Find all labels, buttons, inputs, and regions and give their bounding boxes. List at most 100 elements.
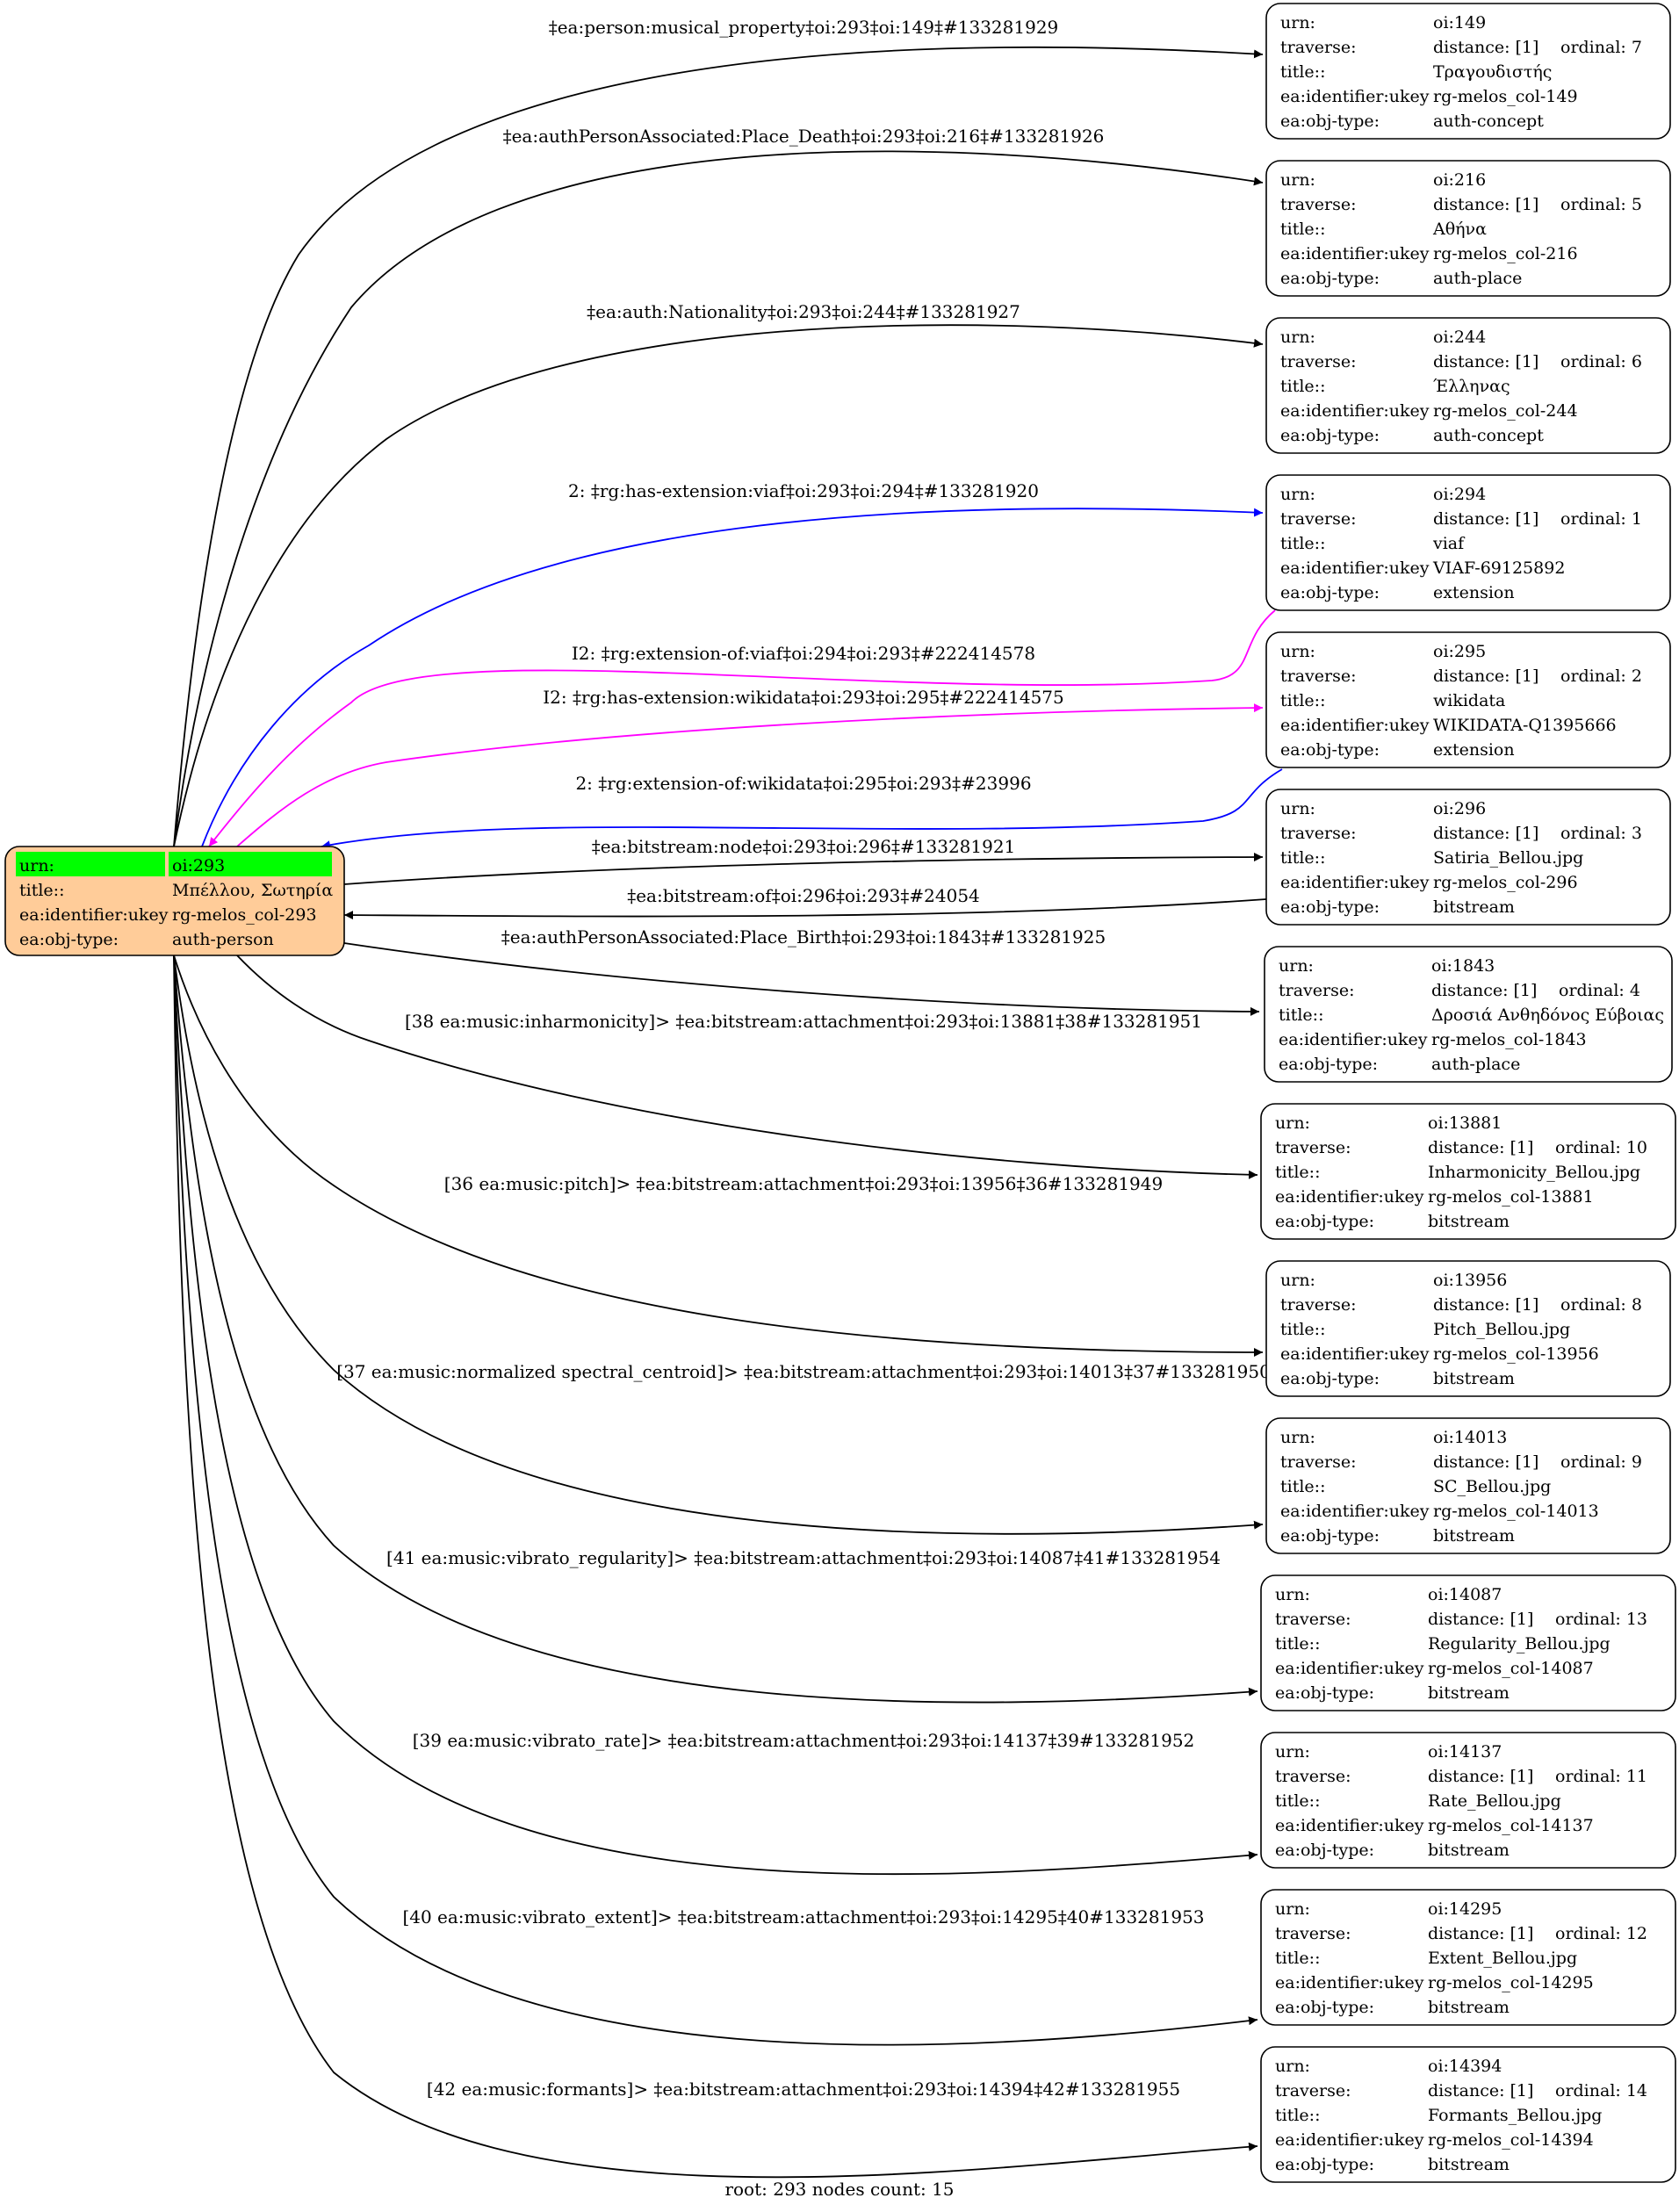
- node-box: [1265, 474, 1671, 611]
- node-field-key: ea:identifier:ukey: [1280, 1502, 1430, 1521]
- edge-label: [37 ea:music:normalized spectral_centroi…: [336, 1361, 1271, 1382]
- node-field-key: ea:obj-type:: [1280, 269, 1380, 288]
- node-field-key: traverse:: [1280, 352, 1357, 371]
- node-field-value: Έλληνας: [1433, 377, 1510, 396]
- edge-path: [343, 898, 1267, 920]
- node-field-key: traverse:: [1275, 2081, 1351, 2100]
- edge-label: ‡ea:bitstream:node‡oi:293‡oi:296‡#133281…: [592, 836, 1016, 857]
- edge-label: ‡ea:auth:Nationality‡oi:293‡oi:244‡#1332…: [587, 301, 1020, 322]
- node-field-value: bitstream: [1428, 1212, 1510, 1231]
- node-field-key: urn:: [1280, 642, 1315, 661]
- node-ordinal: ordinal: 6: [1560, 352, 1642, 371]
- edge-label: 2: ‡rg:extension-of:wikidata‡oi:295‡oi:2…: [575, 773, 1031, 794]
- node-field-value: Pitch_Bellou.jpg: [1433, 1320, 1570, 1339]
- node-field-key: urn:: [1279, 956, 1314, 976]
- node-ordinal: ordinal: 8: [1560, 1295, 1642, 1315]
- node-field-value: VIAF-69125892: [1432, 558, 1565, 578]
- node-field-key: ea:identifier:ukey: [1279, 1030, 1428, 1049]
- node-field-key: ea:identifier:ukey: [1280, 873, 1430, 892]
- node-field-key: title::: [1275, 1791, 1320, 1811]
- node-field-key: urn:: [1280, 1428, 1315, 1447]
- node-field-value: rg-melos_col-149: [1433, 87, 1578, 106]
- node-field-value: Formants_Bellou.jpg: [1428, 2106, 1602, 2125]
- node-field-value: oi:14137: [1428, 1742, 1502, 1762]
- node-field-key: ea:obj-type:: [1280, 740, 1380, 760]
- node-field-key: traverse:: [1279, 981, 1355, 1000]
- graph-footer: root: 293 nodes count: 15: [724, 2179, 954, 2200]
- node-field-value: bitstream: [1428, 1998, 1510, 2017]
- edge-path: [173, 955, 1258, 1704]
- node-box: [1265, 160, 1671, 297]
- node-field-key: traverse:: [1280, 1295, 1357, 1315]
- node-field-key: traverse:: [1280, 195, 1357, 214]
- edge-label: [36 ea:music:pitch]> ‡ea:bitstream:attac…: [444, 1173, 1163, 1194]
- node-field-key: urn:: [1280, 170, 1315, 190]
- root-node-highlight-value: [169, 852, 332, 876]
- node-box: [1265, 3, 1671, 140]
- edge-label: I2: ‡rg:has-extension:wikidata‡oi:293‡oi…: [543, 687, 1064, 708]
- node-field-value: rg-melos_col-244: [1433, 401, 1578, 421]
- edges-layer: [173, 46, 1283, 2179]
- node-field-value: oi:296: [1433, 799, 1486, 818]
- node-field-key: title::: [1280, 848, 1325, 868]
- root-row-key: urn:: [19, 856, 54, 875]
- node-field-key: ea:identifier:ukey: [1280, 716, 1430, 735]
- edge-path: [173, 324, 1264, 847]
- node-field-value: oi:295: [1433, 642, 1486, 661]
- node-field-value: Inharmonicity_Bellou.jpg: [1428, 1163, 1640, 1182]
- node-ordinal: ordinal: 5: [1560, 195, 1642, 214]
- node-field-key: ea:identifier:ukey: [1280, 401, 1430, 421]
- node-field-key: traverse:: [1275, 1767, 1351, 1786]
- node-field-value: Αθήνα: [1432, 220, 1487, 239]
- edge-label: ‡ea:authPersonAssociated:Place_Death‡oi:…: [503, 126, 1105, 147]
- edge-path: [236, 703, 1264, 847]
- edge-path: [173, 955, 1258, 2046]
- node-field-value: Satiria_Bellou.jpg: [1433, 848, 1583, 868]
- node-field-key: ea:obj-type:: [1280, 897, 1380, 917]
- node-ordinal: ordinal: 12: [1555, 1924, 1647, 1943]
- node-field-value: distance: [1]: [1428, 1924, 1533, 1943]
- edge-path: [173, 955, 1258, 2179]
- node-field-value: oi:14087: [1428, 1585, 1502, 1604]
- node-field-value: distance: [1]: [1428, 2081, 1533, 2100]
- node-field-value: extension: [1433, 583, 1515, 602]
- node-field-value: distance: [1]: [1433, 195, 1538, 214]
- node-field-key: ea:obj-type:: [1280, 426, 1380, 445]
- node-field-value: rg-melos_col-14087: [1428, 1659, 1594, 1678]
- node-field-value: rg-melos_col-14295: [1428, 1973, 1594, 1992]
- node-field-key: traverse:: [1280, 38, 1357, 57]
- node-field-key: ea:identifier:ukey: [1275, 2130, 1424, 2150]
- edge-label: ‡ea:person:musical_property‡oi:293‡oi:14…: [549, 17, 1059, 38]
- edge-path: [173, 46, 1264, 847]
- edge-path: [173, 955, 1264, 1535]
- node-field-key: ea:obj-type:: [1280, 583, 1380, 602]
- node-field-value: oi:294: [1433, 485, 1486, 504]
- node-box: [1265, 631, 1671, 768]
- node-field-value: rg-melos_col-216: [1433, 244, 1578, 263]
- node-field-key: ea:identifier:ukey: [1275, 1973, 1424, 1992]
- edge-path: [173, 150, 1264, 847]
- root-row-key: ea:obj-type:: [19, 930, 119, 949]
- node-field-key: title::: [1280, 534, 1325, 553]
- node-field-value: distance: [1]: [1428, 1138, 1533, 1157]
- root-row-value: Μπέλλου, Σωτηρία: [172, 881, 333, 900]
- node-field-value: distance: [1]: [1433, 824, 1538, 843]
- edge-label: [38 ea:music:inharmonicity]> ‡ea:bitstre…: [405, 1011, 1202, 1032]
- node-field-value: auth-place: [1433, 269, 1522, 288]
